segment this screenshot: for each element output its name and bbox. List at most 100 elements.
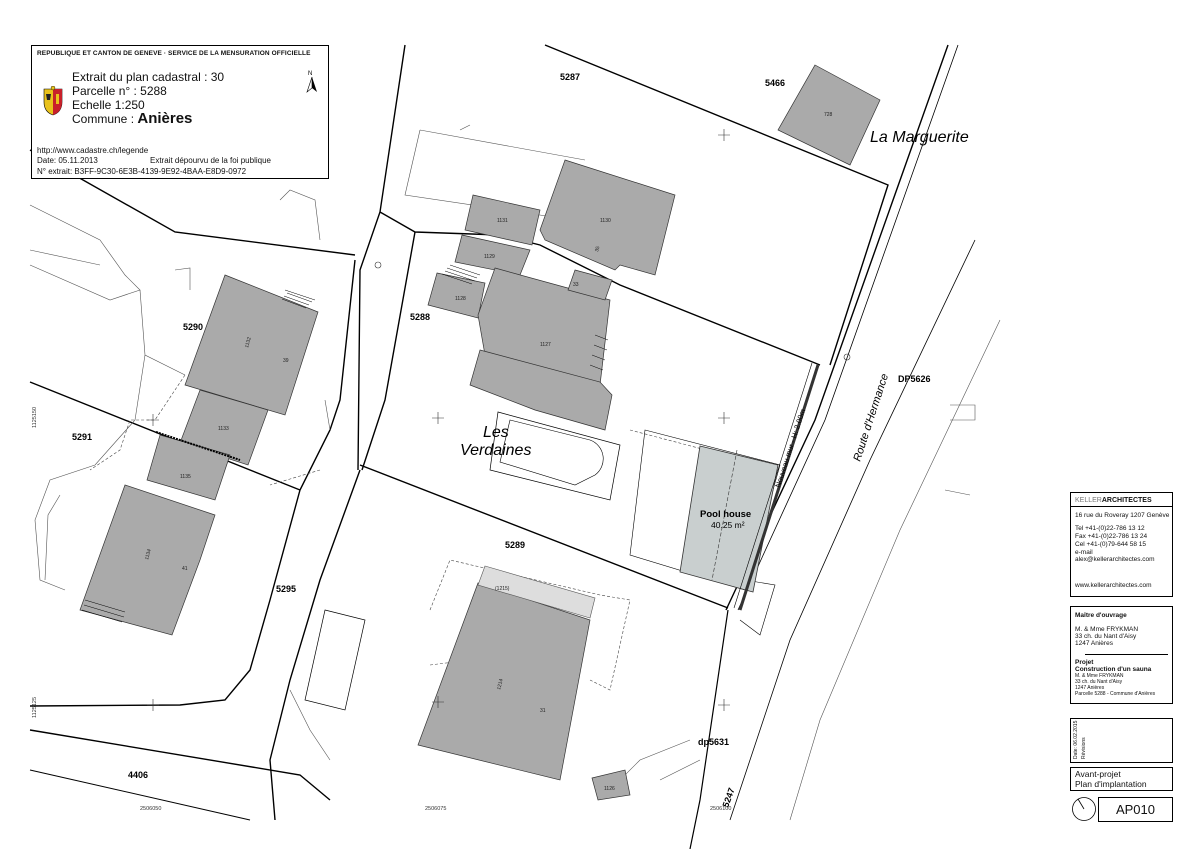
- building-label-1128: 1128: [455, 296, 466, 302]
- building-1133: [179, 389, 269, 466]
- pool-house-dash: [711, 449, 738, 581]
- building-label-728: 728: [824, 112, 833, 118]
- architect-office-block: KELLERARCHITECTES 16 rue du Roveray 1207…: [1070, 492, 1173, 597]
- office-email-label: e-mail: [1075, 549, 1093, 556]
- building-1131: [464, 194, 541, 246]
- cadastre-parcel: Parcelle n° : 5288: [72, 84, 167, 98]
- place-la-marguerite: La Marguerite: [870, 129, 969, 146]
- coord-y1: 1125150: [32, 407, 38, 428]
- cadastre-date: Date: 05.11.2013: [37, 156, 98, 165]
- coord-y2: 1125125: [32, 697, 38, 718]
- building-label-41: 41: [182, 566, 188, 572]
- building-1214: [417, 582, 591, 781]
- date-value: 06.02.2015: [1073, 720, 1079, 746]
- office-email: alex@kellerarchitectes.com: [1075, 556, 1155, 563]
- parcel-label-5290: 5290: [183, 322, 203, 332]
- office-tel: Tel +41-(0)22-786 13 12: [1075, 525, 1145, 532]
- phase-block: Avant-projet Plan d'implantation: [1070, 767, 1173, 791]
- project-parcel: Parcelle 5288 - Commune d'Anières: [1075, 691, 1156, 697]
- parcel-boundary: [544, 44, 889, 366]
- building-label-33: 33: [573, 282, 579, 288]
- owner-title: Maître d'ouvrage: [1075, 612, 1127, 619]
- parcel-boundary: [359, 464, 729, 609]
- revisions-label: Révisions: [1081, 737, 1087, 759]
- coord-x2: 2506075: [425, 806, 446, 812]
- building-label-1132: 1132: [244, 336, 253, 348]
- building-label-1126: 1126: [604, 786, 615, 792]
- office-cel: Cel +41-(0)79-644 58 15: [1075, 541, 1147, 548]
- building-label-1134: 1134: [144, 548, 153, 560]
- building-label-1215: (1215): [495, 586, 510, 592]
- office-web: www.kellerarchitectes.com: [1075, 582, 1152, 589]
- building-1126: [591, 769, 631, 801]
- cadastral-plan: 5287 5466 5288 5290 5291 5289 5295 4406 …: [29, 44, 1001, 849]
- road-name: Route d'Hermance: [851, 372, 891, 463]
- parcel-label-5289: 5289: [505, 540, 525, 550]
- building-33: [567, 269, 613, 301]
- office-address: 16 rue du Roveray 1207 Genève: [1075, 512, 1170, 519]
- place-les: Les: [483, 424, 509, 441]
- pool-outline: [489, 411, 621, 501]
- cadastre-url: http://www.cadastre.ch/legende: [37, 146, 149, 155]
- office-name-light: KELLER: [1075, 497, 1102, 504]
- commune-value: Anières: [137, 110, 193, 127]
- building-label-1133: 1133: [218, 426, 229, 432]
- cadastre-header: REPUBLIQUE ET CANTON DE GENEVE · SERVICE…: [37, 50, 311, 57]
- coord-x3: 2506100: [710, 806, 731, 812]
- parcel-label-5288: 5288: [410, 312, 430, 322]
- phase-line-1: Avant-projet: [1075, 769, 1121, 779]
- parcel-label-4406: 4406: [128, 770, 148, 780]
- parcel-boundary: [29, 769, 251, 821]
- cadastre-info-box: REPUBLIQUE ET CANTON DE GENEVE · SERVICE…: [31, 45, 329, 179]
- owner-name: M. & Mme FRYKMAN: [1075, 626, 1139, 633]
- parcel-label-5291: 5291: [72, 432, 92, 442]
- building-label-31: 31: [540, 708, 546, 714]
- building-label-39: 39: [283, 358, 289, 364]
- building-1132: [184, 274, 319, 416]
- building-label-1127: 1127: [540, 342, 551, 348]
- parcel-label-dp5626: DP5626: [898, 374, 931, 384]
- orientation-clock-icon: [1072, 797, 1096, 821]
- building-728: [777, 64, 881, 166]
- building-label-1129: 1129: [484, 254, 495, 260]
- owner-project-block: Maître d'ouvrage M. & Mme FRYKMAN 33 ch.…: [1070, 606, 1173, 704]
- building-1127-lower: [469, 349, 613, 431]
- project-owner: M. & Mme FRYKMAN: [1075, 673, 1124, 679]
- place-verdaines: Verdaines: [460, 442, 531, 459]
- coat-of-arms-icon: [43, 86, 63, 116]
- building-label-1214: 1214: [496, 678, 505, 691]
- parcel-label-5287: 5287: [560, 72, 580, 82]
- office-name: KELLERARCHITECTES: [1075, 497, 1152, 504]
- office-name-bold: ARCHITECTES: [1101, 497, 1152, 504]
- coord-x1: 2506050: [140, 806, 161, 812]
- building-label-1135: 1135: [180, 474, 191, 480]
- building-1128: [427, 272, 486, 319]
- building-1134: [79, 484, 216, 636]
- dates-block: Date: 06.02.2015 Révisions: [1070, 718, 1173, 763]
- pool-house-area: 40.25 m²: [711, 520, 745, 530]
- commune-label: Commune :: [72, 112, 138, 126]
- pool-house: [679, 445, 779, 593]
- new-wall: [738, 364, 820, 611]
- cadastre-commune: Commune : Anières: [72, 110, 192, 127]
- annex-outline: [304, 609, 366, 711]
- north-label: N: [308, 71, 312, 77]
- building-label-35: 35: [594, 245, 601, 252]
- right-annex: [739, 579, 776, 636]
- date-row: Date: 06.02.2015: [1073, 721, 1079, 759]
- road-edge: [789, 319, 1001, 821]
- north-arrow-icon: N: [306, 71, 317, 93]
- project-label: Projet: [1075, 659, 1094, 666]
- building-label-1130: 1130: [600, 218, 611, 224]
- pool-inner: [499, 419, 604, 486]
- owner-city: 1247 Anières: [1075, 640, 1113, 647]
- parcel-boundary: [689, 609, 729, 849]
- road-edge: [729, 239, 976, 821]
- cadastre-note: Extrait dépourvu de la foi publique: [150, 156, 271, 165]
- building-1215: [477, 565, 596, 619]
- parcel-label-dp5631: dp5631: [698, 737, 729, 747]
- building-1130: [539, 159, 676, 276]
- road-edge: [737, 44, 959, 611]
- date-label: Date:: [1073, 747, 1079, 759]
- parcel-boundary: [357, 44, 406, 471]
